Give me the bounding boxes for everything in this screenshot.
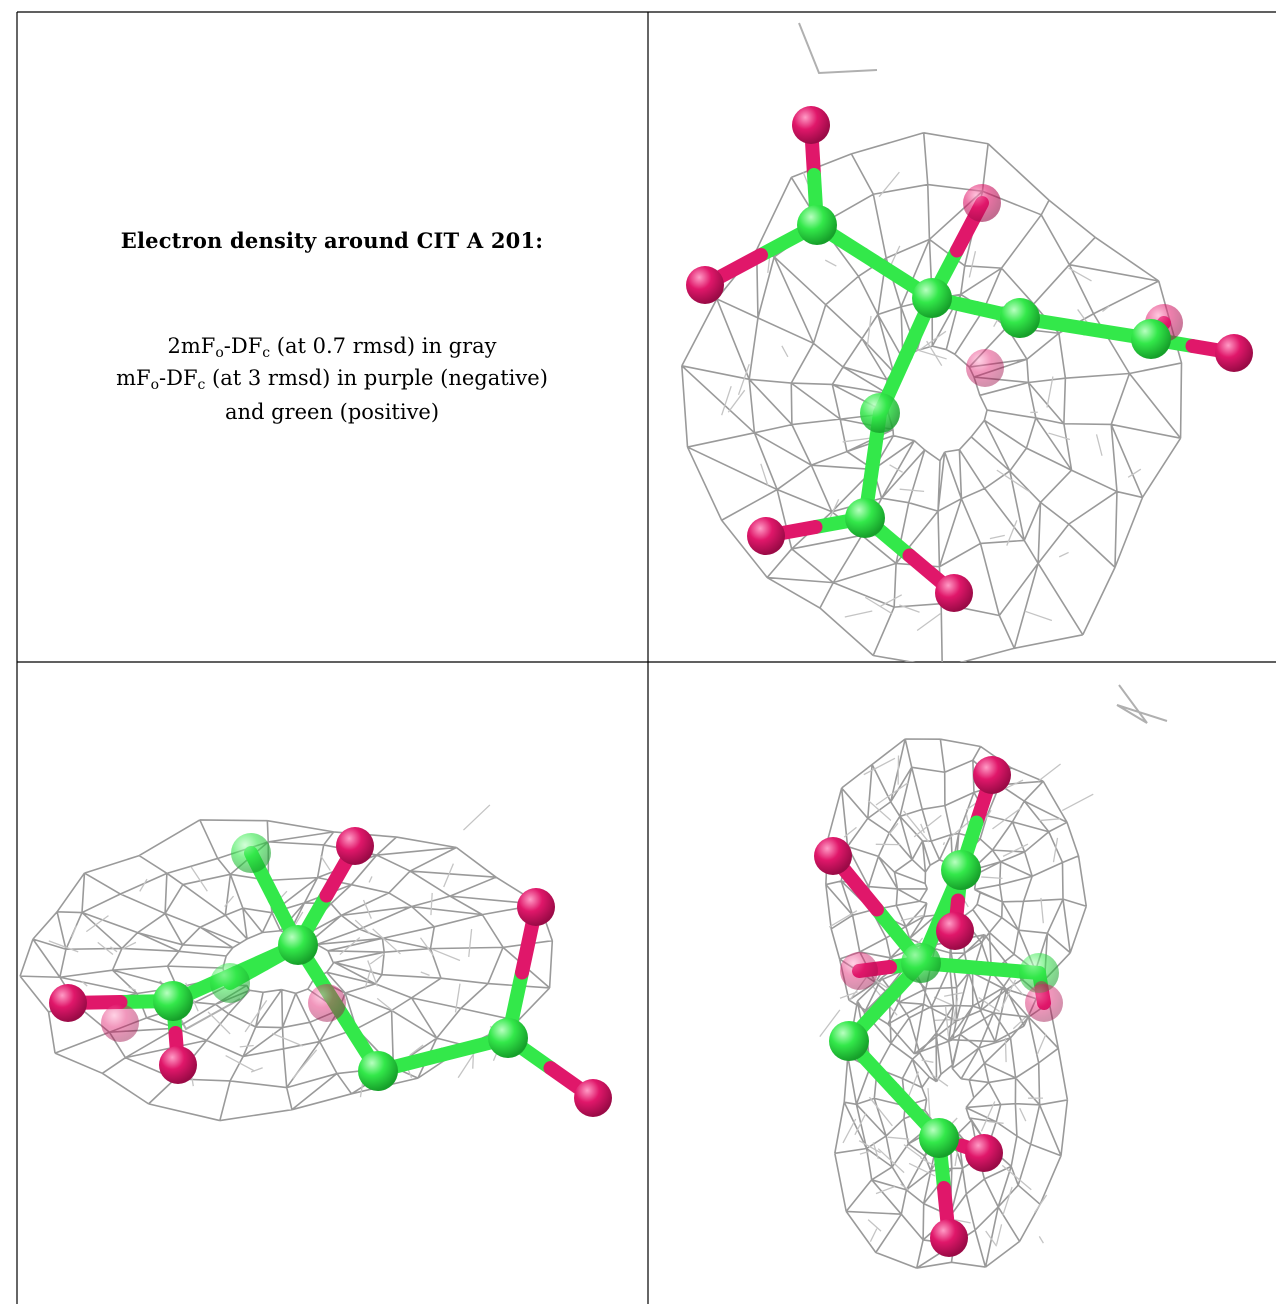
caption-line-2fo-fc: 2mFo-DFc (at 0.7 rmsd) in gray [167,334,497,361]
oxygen-atom [336,827,374,865]
caption-title: Electron density around CIT A 201: [120,228,544,253]
carbon-atom [919,1118,959,1158]
oxygen-atom [936,912,974,950]
axis-indicator [1116,684,1168,724]
carbon-atom [860,393,900,433]
oxygen-atom [517,888,555,926]
oxygen-atom [973,756,1011,794]
carbon-atom [1000,298,1040,338]
carbon-atom [941,850,981,890]
oxygen-atom [159,1046,197,1084]
oxygen-atom [963,184,1001,222]
oxygen-atom [1025,984,1063,1022]
density-view-bottom-right [814,684,1168,1269]
carbon-atom [231,833,271,873]
oxygen-atom [686,266,724,304]
oxygen-atom [840,952,878,990]
oxygen-atom [792,106,830,144]
carbon-atom [358,1051,398,1091]
oxygen-atom [965,1134,1003,1172]
oxygen-atom [308,984,346,1022]
density-mesh [19,804,554,1122]
oxygen-atom [49,984,87,1022]
caption-line-fo-fc: mFo-DFc (at 3 rmsd) in purple (negative) [116,366,548,393]
oxygen-atom [966,349,1004,387]
density-view-top-right [681,22,1253,662]
carbon-atom [278,925,318,965]
axis-indicator [798,22,878,75]
oxygen-atom [747,517,785,555]
carbon-atom [845,498,885,538]
carbon-atom [210,963,250,1003]
caption-line-green: and green (positive) [224,400,440,424]
caption-cell: Electron density around CIT A 201: 2mFo-… [17,12,647,662]
carbon-atom [797,205,837,245]
carbon-atom [829,1021,869,1061]
carbon-atom [1131,319,1171,359]
oxygen-atom [935,574,973,612]
oxygen-atom [930,1219,968,1257]
oxygen-atom [1215,334,1253,372]
carbon-atom [912,278,952,318]
oxygen-atom [574,1079,612,1117]
density-view-bottom-left [19,804,612,1122]
carbon-atom [488,1018,528,1058]
carbon-atom [1019,953,1059,993]
carbon-atom [901,943,941,983]
oxygen-atom [814,837,852,875]
oxygen-atom [101,1004,139,1042]
carbon-atom [153,981,193,1021]
